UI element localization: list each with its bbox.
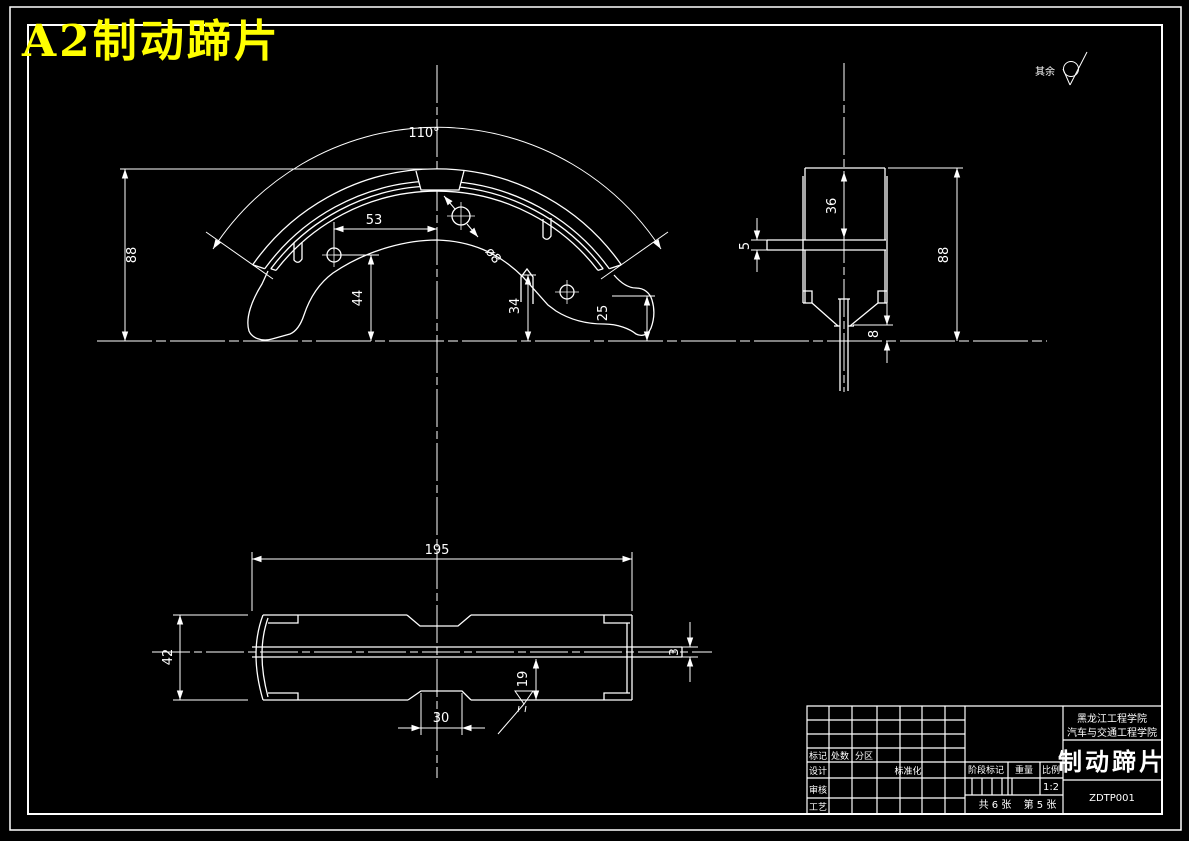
school-name-line2: 汽车与交通工程学院 (1067, 726, 1157, 739)
stage-label: 阶段标记 (968, 764, 1004, 776)
design-label: 设计 (809, 765, 827, 777)
front-view (248, 169, 654, 340)
count-label: 处数 (831, 750, 849, 762)
drawing-number: ZDTP001 (1089, 793, 1135, 804)
dim-side-stem: 8 (867, 330, 882, 338)
standardize-label: 标准化 (894, 765, 921, 777)
bottom-view-dimensions (173, 552, 698, 735)
dim-height-left: 88 (125, 247, 140, 264)
dim-length: 195 (425, 543, 450, 558)
front-view-hole-crosses (322, 202, 579, 304)
process-label: 工艺 (809, 802, 827, 813)
side-view-dimensions (751, 168, 963, 363)
weight-label: 重量 (1015, 764, 1033, 776)
sheet-border (10, 7, 1181, 830)
review-label: 审核 (809, 784, 827, 796)
roughness-symbol-icon (1063, 52, 1087, 85)
dim-slot: 30 (433, 711, 450, 726)
dim-side-height: 88 (937, 247, 952, 264)
scale-value: 1:2 (1043, 782, 1059, 793)
dim-width: 42 (161, 649, 176, 666)
surface-note: 其余 (1035, 52, 1087, 85)
dim-end-height: 25 (596, 305, 611, 322)
surface-finish-icon (498, 690, 534, 734)
part-name: 制动蹄片 (1058, 748, 1166, 776)
scale-label: 比例 (1042, 764, 1060, 776)
dim-web-thickness: 3 (667, 648, 681, 656)
title-block-grid (807, 706, 1162, 814)
dim-hole-offset: 53 (366, 213, 383, 228)
front-view-dim-labels: 110° 88 53 44 34 25 ø8 (125, 126, 611, 321)
dim-hole-dia: ø8 (482, 245, 504, 267)
bottom-view (252, 615, 682, 700)
side-view-dim-labels: 36 5 8 88 (738, 198, 952, 338)
side-view (767, 168, 887, 391)
school-name-line1: 黑龙江工程学院 (1077, 712, 1147, 725)
dim-web-height: 44 (351, 290, 366, 307)
dim-tab-height: 34 (508, 298, 523, 315)
dim-angle: 110° (408, 126, 439, 141)
mark-label: 标记 (809, 750, 827, 762)
front-view-dimensions (120, 127, 668, 341)
zone-label: 分区 (855, 751, 873, 762)
dim-flange: 19 (516, 671, 531, 688)
sheet-total: 共 6 张 (979, 799, 1012, 811)
sheet-number: 第 5 张 (1024, 798, 1057, 811)
dim-side-web: 36 (825, 198, 840, 215)
bottom-view-dim-labels: 195 42 19 30 3 (161, 543, 681, 726)
dim-side-lining: 5 (738, 242, 753, 250)
drawing-tag: A2制动蹄片 (21, 16, 281, 67)
surface-note-label: 其余 (1035, 65, 1055, 78)
centerlines (97, 63, 1047, 778)
title-block-text: 黑龙江工程学院 汽车与交通工程学院 制动蹄片 ZDTP001 阶段标记 重量 比… (809, 712, 1166, 813)
